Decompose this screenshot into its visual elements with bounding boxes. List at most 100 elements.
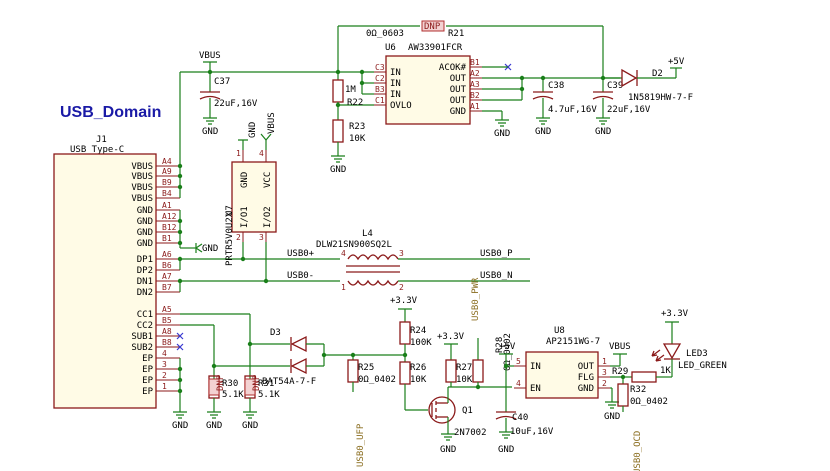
- connector-pin-number: A7: [162, 272, 172, 281]
- svg-text:4: 4: [341, 249, 346, 258]
- d3-ref: D3: [270, 328, 281, 338]
- u7-ref: U7: [225, 205, 235, 216]
- p3v3-label-led3: +3.3V: [661, 309, 689, 319]
- r32-ref: R32: [630, 385, 646, 395]
- u6-pin-number: A1: [470, 102, 480, 111]
- diode-d2: +5V D2 1N5819HW-7-F: [603, 57, 693, 103]
- connector-wiring: GND GND: [172, 69, 340, 431]
- u6-body: [385, 55, 471, 125]
- u7-body: [231, 161, 277, 233]
- gnd-label-r30: GND: [206, 421, 222, 431]
- resistor-r24: +3.3V R24 100K: [390, 296, 432, 362]
- resistor-r29: R29 1K: [612, 366, 672, 383]
- u7-pin-number: 1: [236, 149, 241, 158]
- q1-ref: Q1: [462, 406, 473, 416]
- mosfet-q1: GND Q1 2N7002: [428, 386, 487, 455]
- u8-pin-name: FLG: [578, 373, 594, 383]
- u6-pin-name: OUT: [450, 96, 467, 106]
- l4-value: DLW21SN900SQ2L: [316, 240, 392, 250]
- resistor-r31: DNP GND R31 5.1K: [242, 374, 280, 431]
- net-usb0-pwr: USB0_PWR: [471, 277, 481, 321]
- u8-ref: U8: [554, 326, 565, 336]
- u6-pin-name: ACOK#: [439, 63, 467, 73]
- c39-ref: C39: [607, 81, 623, 91]
- connector-pin-name: GND: [137, 217, 153, 227]
- u6-pin-name: IN: [390, 68, 401, 78]
- u8-pin-number: 3: [602, 368, 607, 377]
- connector-pin-name: EP: [142, 387, 153, 397]
- connector-pin-number: B4: [162, 189, 172, 198]
- gnd-label-ep: GND: [172, 421, 188, 431]
- r29-value: 1K: [660, 366, 671, 376]
- svg-text:1: 1: [341, 283, 346, 292]
- r22-value: 1M: [345, 85, 356, 95]
- connector-pin-number: B1: [162, 234, 172, 243]
- r28-value: 0Ω_0402: [503, 333, 513, 371]
- c37-ref: C37: [214, 77, 230, 87]
- u7-pin-name: I/O2: [263, 206, 273, 228]
- vbus-label-c37: VBUS: [199, 51, 221, 61]
- gnd-label-u7: GND: [248, 122, 258, 138]
- u8-pin-number: 4: [516, 379, 521, 388]
- u8-body: [525, 351, 599, 399]
- p3v3-label-r24: +3.3V: [390, 296, 418, 306]
- c40-ref: C40: [512, 413, 528, 423]
- u8-pin-name: IN: [530, 362, 541, 372]
- u6-pins: C3INC2INB3INC1OVLOB1ACOK#A2OUTA3OUTB2OUT…: [374, 58, 482, 117]
- connector-pin-number: B12: [162, 223, 177, 232]
- connector-pin-number: 2: [162, 371, 167, 380]
- net-usb0-ocd: USB0_OCD: [633, 431, 643, 471]
- led-led3: +3.3V LED3 LED_GREEN: [651, 309, 727, 377]
- connector-pin-number: 4: [162, 349, 167, 358]
- connector-ref: J1: [96, 135, 107, 145]
- connector-pin-name: GND: [137, 228, 153, 238]
- q1-value: 2N7002: [454, 428, 487, 438]
- u7-pin-number: 3: [259, 233, 264, 242]
- connector-pin-name: DP1: [137, 255, 153, 265]
- connector-pin-number: A9: [162, 167, 172, 176]
- connector-pin-name: CC2: [137, 321, 153, 331]
- sheet-title: USB_Domain: [60, 104, 161, 121]
- c37-value: 22uF,16V: [214, 99, 258, 109]
- u6-pin-number: C2: [375, 74, 385, 83]
- d2-ref: D2: [652, 69, 663, 79]
- u8-pin-number: 1: [602, 357, 607, 366]
- gnd-label-j1: GND: [202, 244, 218, 254]
- r22-ref: R22: [347, 98, 363, 108]
- u6-pin-number: A3: [470, 80, 480, 89]
- gnd-label-u6: GND: [494, 129, 510, 139]
- r21-dnp: DNP: [424, 22, 441, 32]
- gnd-label-c37: GND: [202, 127, 218, 137]
- u6-ref: U6: [385, 43, 396, 53]
- net-usb0-n: USB0_N: [480, 271, 513, 281]
- diode-d3: D3 BAT54A-7-F: [214, 328, 405, 387]
- r21-value: 0Ω_0603: [366, 29, 404, 39]
- c39-value: 22uF,16V: [607, 105, 651, 115]
- u8-pin-name: OUT: [578, 362, 595, 372]
- r24-value: 100K: [410, 338, 432, 348]
- net-usb0-minus: USB0-: [287, 271, 314, 281]
- capacitor-c37: VBUS GND C37 22uF,16V: [199, 51, 258, 137]
- u8-pin-name: EN: [530, 384, 541, 394]
- resistor-r25: R25 0Ω_0402 USB0_UFP: [347, 355, 396, 467]
- connector-pin-name: VBUS: [131, 162, 153, 172]
- r27-ref: R27: [456, 363, 472, 373]
- connector-pin-name: CC1: [137, 310, 153, 320]
- vbus-label-u7: VBUS: [267, 112, 277, 134]
- connector-pin-name: EP: [142, 365, 153, 375]
- r25-ref: R25: [358, 363, 374, 373]
- svg-text:3: 3: [399, 249, 404, 258]
- connector-pin-number: B9: [162, 178, 172, 187]
- r21-ref: R21: [448, 29, 464, 39]
- u6-pin-number: B3: [375, 85, 385, 94]
- gnd-label-q1: GND: [440, 445, 456, 455]
- connector-pin-name: GND: [137, 206, 153, 216]
- vbus-label-u8: VBUS: [609, 342, 631, 352]
- connector-pin-name: EP: [142, 354, 153, 364]
- c40-value: 10uF,16V: [510, 427, 554, 437]
- u7-pin-number: 4: [259, 149, 264, 158]
- r29-ref: R29: [612, 367, 628, 377]
